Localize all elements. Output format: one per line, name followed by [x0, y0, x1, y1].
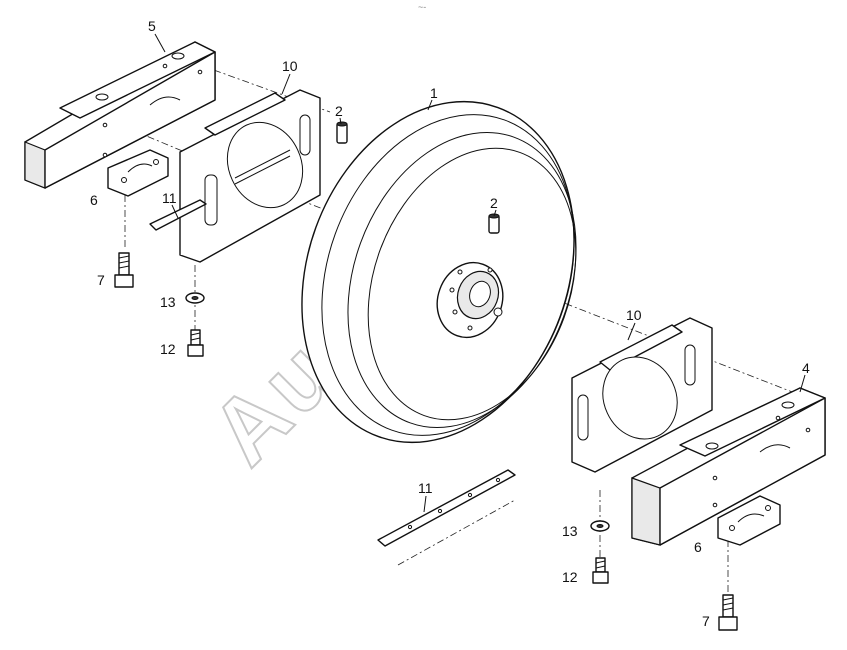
part-5-left-mounting-block	[24, 41, 216, 189]
part-11-left-strip	[149, 199, 207, 231]
part-10-left-bracket	[179, 89, 321, 263]
callout-13-left: 13	[160, 294, 176, 310]
callout-12-left: 12	[160, 341, 176, 357]
callout-7-right: 7	[702, 613, 710, 629]
part-12-left-screw	[187, 329, 204, 357]
part-2-hub-pin	[488, 213, 500, 234]
callout-13-right: 13	[562, 523, 578, 539]
callout-5: 5	[148, 18, 156, 34]
callout-4: 4	[802, 360, 810, 376]
part-7-left-bolt	[114, 252, 134, 288]
part-4-right-mounting-block	[631, 387, 826, 546]
part-6-right-clamp	[717, 495, 781, 546]
callout-11-left: 11	[162, 190, 177, 206]
callout-6-right: 6	[694, 539, 702, 555]
part-13-right-washer	[590, 520, 610, 532]
part-2-upper-pin	[336, 121, 348, 144]
header-mark: ~-	[418, 2, 426, 12]
callout-6-left: 6	[90, 192, 98, 208]
part-10-right-bracket	[571, 317, 713, 473]
part-11-right-strip	[377, 469, 516, 547]
callout-10-left: 10	[282, 58, 298, 74]
callout-2-upper: 2	[335, 103, 343, 119]
leader-lines	[154, 33, 806, 513]
callout-11-right: 11	[418, 480, 433, 496]
callout-12-right: 12	[562, 569, 578, 585]
part-7-right-bolt	[718, 594, 738, 631]
part-12-right-screw	[592, 557, 609, 584]
callout-1: 1	[430, 85, 438, 101]
part-13-left-washer	[185, 292, 205, 304]
callout-labels: 5 10 2 1 2 6 11 7 13 12 10 4 11 13 6 12 …	[90, 18, 810, 629]
callout-2-hub: 2	[490, 195, 498, 211]
part-1-idler-wheel	[301, 100, 577, 444]
callout-10-right: 10	[626, 307, 642, 323]
part-6-left-clamp	[107, 149, 169, 197]
callout-7-left: 7	[97, 272, 105, 288]
